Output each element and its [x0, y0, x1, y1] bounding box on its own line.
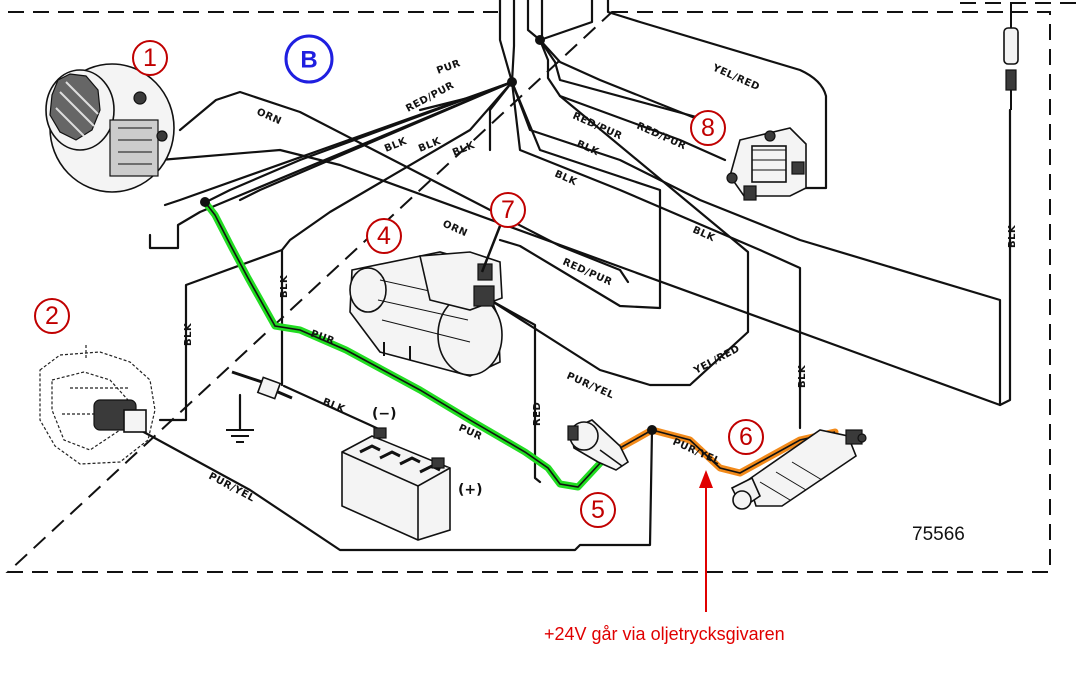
svg-text:5: 5 — [591, 496, 605, 524]
svg-text:6: 6 — [739, 423, 753, 451]
wire-label: PUR — [309, 328, 336, 347]
annotation-text: +24V går via oljetrycksgivaren — [544, 624, 785, 644]
callout-8: 8 — [690, 110, 726, 146]
svg-text:1: 1 — [143, 44, 157, 72]
svg-text:B: B — [300, 47, 317, 74]
arrowhead-icon — [699, 470, 713, 488]
oil-pressure-switch-icon — [730, 429, 867, 510]
callout-7: 7 — [490, 192, 526, 228]
diagram-id: 75566 — [912, 524, 965, 545]
svg-text:8: 8 — [701, 114, 715, 142]
callout-5: 5 — [580, 492, 616, 528]
callout-7-leader — [480, 225, 502, 273]
ground-symbol-icon — [226, 370, 293, 443]
wire-label: PUR — [435, 58, 462, 77]
wire-label: BLK — [417, 136, 443, 155]
wire-label: ORN — [441, 219, 469, 240]
wire-label: PUR/YEL — [565, 371, 616, 402]
section-border — [5, 11, 1051, 573]
oil-pressure-sender-icon — [567, 419, 630, 471]
junction-dot — [200, 197, 210, 207]
callout-6: 6 — [728, 419, 764, 455]
wire-label: RED — [532, 402, 543, 426]
wire-label: BLK — [321, 397, 347, 416]
wire-label: BLK — [183, 322, 194, 346]
wire-label: PUR/YEL — [207, 471, 257, 505]
svg-text:7: 7 — [501, 196, 515, 224]
wire-label: YEL/RED — [691, 343, 742, 377]
wire-label: BLK — [797, 364, 808, 388]
wire-label: BLK — [1007, 224, 1018, 248]
highlight-green-core — [204, 201, 604, 488]
wire-label: BLK — [383, 136, 409, 155]
callout-4: 4 — [366, 218, 402, 254]
wire-harness — [138, 0, 1012, 552]
section-b-badge: B — [284, 34, 334, 84]
alternator-icon — [45, 63, 175, 193]
junction-dot — [647, 425, 657, 435]
wire-label: YEL/RED — [710, 62, 761, 93]
wire-label: BLK — [691, 225, 717, 245]
wire-label: BLK — [575, 139, 601, 159]
slave-solenoid-icon — [726, 127, 807, 201]
battery-icon — [341, 427, 451, 541]
callout-1: 1 — [132, 40, 168, 76]
wire-label: RED/PUR — [635, 121, 688, 153]
svg-text:2: 2 — [45, 302, 59, 330]
wire-label: BLK — [451, 140, 477, 159]
callout-2: 2 — [34, 298, 70, 334]
wire-label: BLK — [279, 274, 290, 298]
junction-dot — [507, 77, 517, 87]
starter-motor-icon — [349, 251, 503, 377]
fuse-holder-icon — [1003, 2, 1019, 110]
battery-positive-label: (+) — [458, 482, 483, 498]
svg-text:4: 4 — [377, 222, 391, 250]
wire-label: ORN — [255, 107, 283, 128]
battery-negative-label: (−) — [372, 406, 397, 422]
ignition-distributor-icon — [39, 344, 156, 465]
junction-dot — [535, 35, 545, 45]
